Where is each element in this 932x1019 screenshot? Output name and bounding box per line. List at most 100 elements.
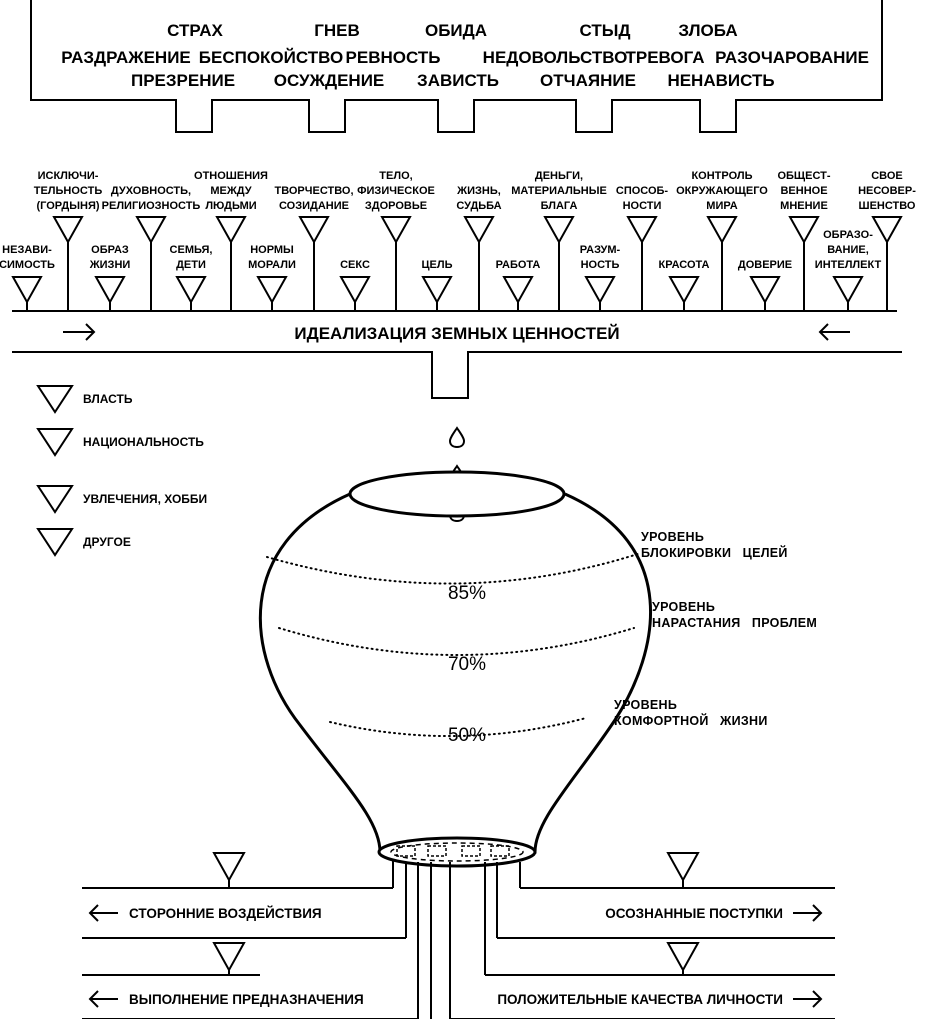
streams-left bbox=[82, 860, 432, 1019]
value-label: МАТЕРИАЛЬНЫЕ bbox=[511, 185, 607, 197]
value-lower-9: ДОВЕРИЕ bbox=[738, 259, 792, 311]
value-label: МЕЖДУ bbox=[210, 185, 251, 197]
value-label: ЖИЗНЬ, bbox=[456, 185, 501, 197]
funnel-icon bbox=[666, 942, 700, 975]
value-label: СУДЬБА bbox=[456, 200, 501, 212]
value-label: МИРА bbox=[706, 200, 737, 212]
funnel-icon bbox=[298, 216, 330, 311]
vessel-base-inner bbox=[390, 842, 524, 862]
funnel-icon bbox=[36, 428, 74, 457]
funnel-icon bbox=[502, 276, 534, 311]
value-label: ЖИЗНИ bbox=[89, 259, 131, 271]
value-lower-6: РАБОТА bbox=[496, 259, 540, 311]
value-upper-2: ОТНОШЕНИЯ МЕЖДУ ЛЮДЬМИ bbox=[194, 170, 268, 311]
emotions-list: СТРАХ ГНЕВ ОБИДА СТЫД ЗЛОБА РАЗДРАЖЕНИЕ … bbox=[61, 21, 869, 90]
funnel-icon bbox=[788, 216, 820, 311]
funnel-icon bbox=[36, 485, 74, 514]
value-label: НЕСОВЕР- bbox=[858, 185, 916, 197]
value-label: НЕЗАВИ- bbox=[2, 244, 52, 256]
arrow-right-icon bbox=[793, 990, 823, 1008]
value-label: ДУХОВНОСТЬ, bbox=[111, 185, 191, 197]
legend: ВЛАСТЬ НАЦИОНАЛЬНОСТЬ УВЛЕЧЕНИЯ, ХОББИ ДРУГ… bbox=[36, 385, 207, 557]
funnel-icon bbox=[463, 216, 495, 311]
funnel-icon bbox=[175, 276, 207, 311]
value-label: НОРМЫ bbox=[250, 244, 294, 256]
arrow-left-icon bbox=[88, 904, 118, 922]
emotion-label: РЕВНОСТЬ bbox=[346, 48, 441, 67]
value-upper-5: ЖИЗНЬ, СУДЬБА bbox=[456, 185, 502, 311]
level-label: НАРАСТАНИЯ ПРОБЛЕМ bbox=[652, 616, 817, 630]
value-upper-1: ДУХОВНОСТЬ,РЕЛИГИОЗНОСТЬ bbox=[102, 185, 200, 311]
emotion-label: НЕДОВОЛЬСТВО bbox=[483, 48, 628, 67]
value-label: МНЕНИЕ bbox=[780, 200, 828, 212]
funnel-icon bbox=[52, 216, 84, 311]
funnel-icon bbox=[339, 276, 371, 311]
stream-label: ВЫПОЛНЕНИЕ ПРЕДНАЗНАЧЕНИЯ bbox=[129, 992, 364, 1007]
funnel-icon bbox=[11, 276, 43, 311]
funnel-icon bbox=[832, 276, 864, 311]
pipe-title: ИДЕАЛИЗАЦИЯ ЗЕМНЫХ ЦЕННОСТЕЙ bbox=[294, 324, 619, 343]
legend-label: ВЛАСТЬ bbox=[83, 392, 133, 406]
value-label: НОСТЬ bbox=[581, 259, 620, 271]
emotion-label: ОБИДА bbox=[425, 21, 487, 40]
value-label: ВЕННОЕ bbox=[780, 185, 827, 197]
value-label: ЛЮДЬМИ bbox=[205, 200, 256, 212]
idealization-pipe: ИДЕАЛИЗАЦИЯ ЗЕМНЫХ ЦЕННОСТЕЙ bbox=[12, 310, 902, 399]
streams-right bbox=[449, 862, 835, 1019]
legend-label: НАЦИОНАЛЬНОСТЬ bbox=[83, 435, 204, 449]
emotion-label: ГНЕВ bbox=[314, 21, 360, 40]
value-label: СЕКС bbox=[340, 259, 370, 271]
value-label: ОТНОШЕНИЯ bbox=[194, 170, 268, 182]
legend-item: УВЛЕЧЕНИЯ, ХОББИ bbox=[36, 485, 207, 514]
value-label: КРАСОТА bbox=[659, 259, 710, 271]
level-label: БЛОКИРОВКИ ЦЕЛЕЙ bbox=[641, 545, 788, 560]
funnel-icon bbox=[94, 276, 126, 311]
drain-holes bbox=[396, 845, 510, 857]
emotion-label: ОТЧАЯНИЕ bbox=[540, 71, 636, 90]
value-label: ТЕЛЬНОСТЬ bbox=[34, 185, 103, 197]
arrow-left-icon bbox=[818, 323, 850, 341]
level-label: УРОВЕНЬ bbox=[614, 698, 677, 712]
emotions-reservoir bbox=[30, 0, 883, 133]
emotion-label: ЗЛОБА bbox=[678, 21, 737, 40]
arrow-right-icon bbox=[63, 323, 96, 341]
value-lower-2: СЕМЬЯ, ДЕТИ bbox=[170, 244, 213, 311]
value-label: ОКРУЖАЮЩЕГО bbox=[676, 185, 768, 197]
funnel-icon bbox=[36, 528, 74, 557]
values-lower-row: НЕЗАВИ-СИМОСТЬОБРАЗЖИЗНИСЕМЬЯ,ДЕТИНОРМЫМ… bbox=[0, 229, 881, 311]
level-label: УРОВЕНЬ bbox=[652, 600, 715, 614]
value-label: ИСКЛЮЧИ- bbox=[38, 170, 99, 182]
vessel-mouth bbox=[348, 470, 566, 518]
emotion-label: ЗАВИСТЬ bbox=[417, 71, 499, 90]
value-label: ФИЗИЧЕСКОЕ bbox=[357, 185, 435, 197]
funnel-icon bbox=[543, 216, 575, 311]
level-lines bbox=[266, 552, 642, 738]
vessel-base bbox=[377, 836, 537, 868]
vessel: 85% 70% 50% bbox=[258, 470, 653, 868]
value-label: (ГОРДЫНЯ) bbox=[36, 200, 99, 212]
value-upper-3: ТВОРЧЕСТВО,СОЗИДАНИЕ bbox=[274, 185, 354, 311]
emotion-label: ТРЕВОГА bbox=[626, 48, 705, 67]
emotion-label: БЕСПОКОЙСТВО bbox=[199, 48, 343, 67]
value-label: ДЕТИ bbox=[176, 259, 206, 271]
funnel-icon bbox=[135, 216, 167, 311]
level-label: УРОВЕНЬ bbox=[641, 530, 704, 544]
value-label: СОЗИДАНИЕ bbox=[279, 200, 349, 212]
funnel-icon bbox=[212, 852, 246, 888]
value-lower-7: РАЗУМ-НОСТЬ bbox=[580, 244, 621, 311]
emotion-label: РАЗОЧАРОВАНИЕ bbox=[715, 48, 869, 67]
value-label: СЕМЬЯ, bbox=[170, 244, 213, 256]
legend-label: ДРУГОЕ bbox=[83, 535, 131, 549]
stream-label: ПОЛОЖИТЕЛЬНЫЕ КАЧЕСТВА ЛИЧНОСТИ bbox=[497, 992, 783, 1007]
funnel-icon bbox=[706, 216, 738, 311]
level-percent: 70% bbox=[448, 654, 486, 675]
emotion-label: ПРЕЗРЕНИЕ bbox=[131, 71, 235, 90]
value-label: НОСТИ bbox=[623, 200, 662, 212]
stream-label: ОСОЗНАННЫЕ ПОСТУПКИ bbox=[605, 906, 783, 921]
